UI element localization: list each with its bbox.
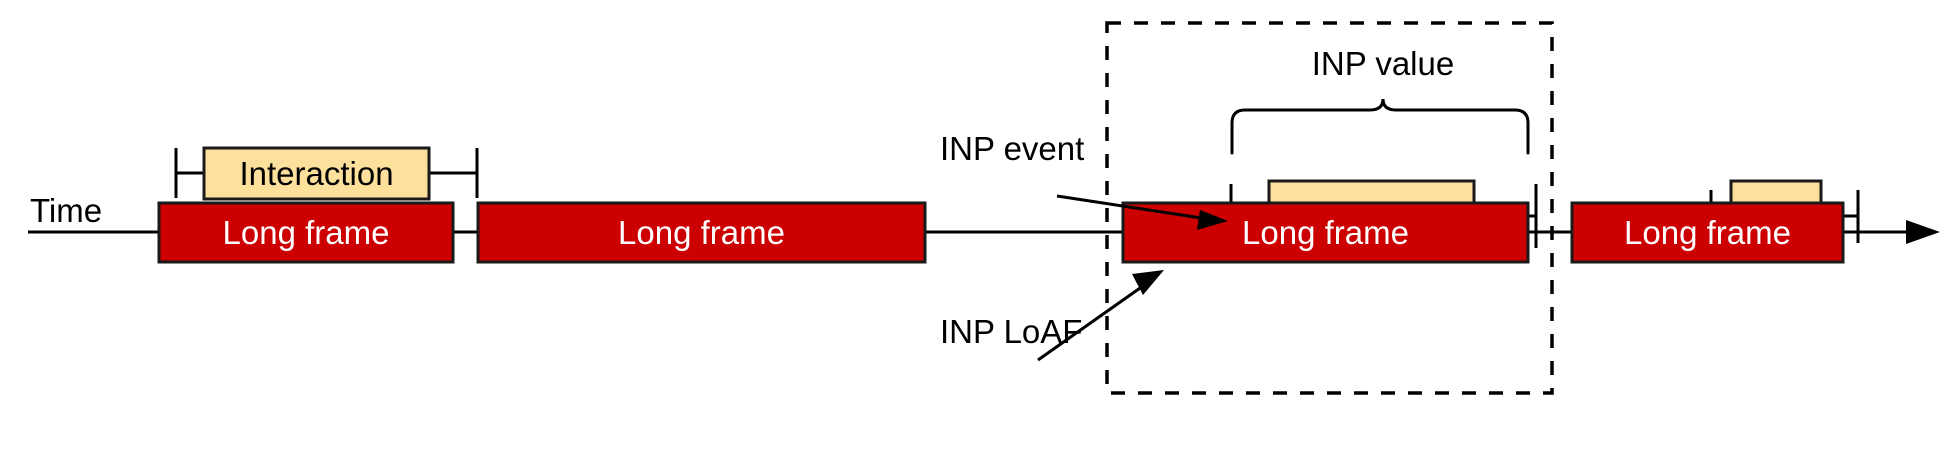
inp-highlight-region	[1105, 21, 1554, 395]
inp-event-leader-line	[1056, 194, 1209, 221]
frame-group-2: Long frame	[476, 201, 927, 264]
long-frame-label-3: Long frame	[1242, 214, 1409, 251]
inp-loaf-annotation: INP LoAF	[940, 270, 1164, 362]
frame-group-4: Long frame	[1570, 179, 1860, 264]
inp-value-annotation: INP value	[1230, 45, 1530, 155]
long-frame-label-1: Long frame	[223, 214, 390, 251]
long-frame-box-2	[476, 201, 927, 264]
inp-value-brace	[1230, 98, 1530, 155]
interaction-label-1: Interaction	[239, 155, 393, 192]
long-frame-label-2: Long frame	[618, 214, 785, 251]
inp-loaf-leader-line	[1037, 279, 1151, 362]
inp-event-arrowhead	[1197, 210, 1228, 230]
frame-group-1: Interaction Long frame	[157, 146, 479, 264]
inp-event-label: INP event	[940, 130, 1084, 167]
time-axis: Time	[28, 192, 1940, 244]
inp-loaf-arrowhead	[1132, 270, 1164, 295]
group-1-whiskers	[174, 148, 479, 198]
time-axis-arrowhead	[1906, 220, 1940, 244]
inp-event-annotation: INP event	[940, 130, 1228, 230]
long-frame-label-4: Long frame	[1624, 214, 1791, 251]
long-frame-box-1	[157, 201, 455, 264]
long-frame-box-4	[1570, 201, 1845, 264]
long-frame-box-3	[1121, 201, 1530, 264]
time-axis-label: Time	[30, 192, 102, 229]
inp-value-label: INP value	[1312, 45, 1454, 82]
interaction-box-1	[202, 146, 431, 201]
frame-group-3: Interaction Long frame	[1121, 179, 1538, 264]
